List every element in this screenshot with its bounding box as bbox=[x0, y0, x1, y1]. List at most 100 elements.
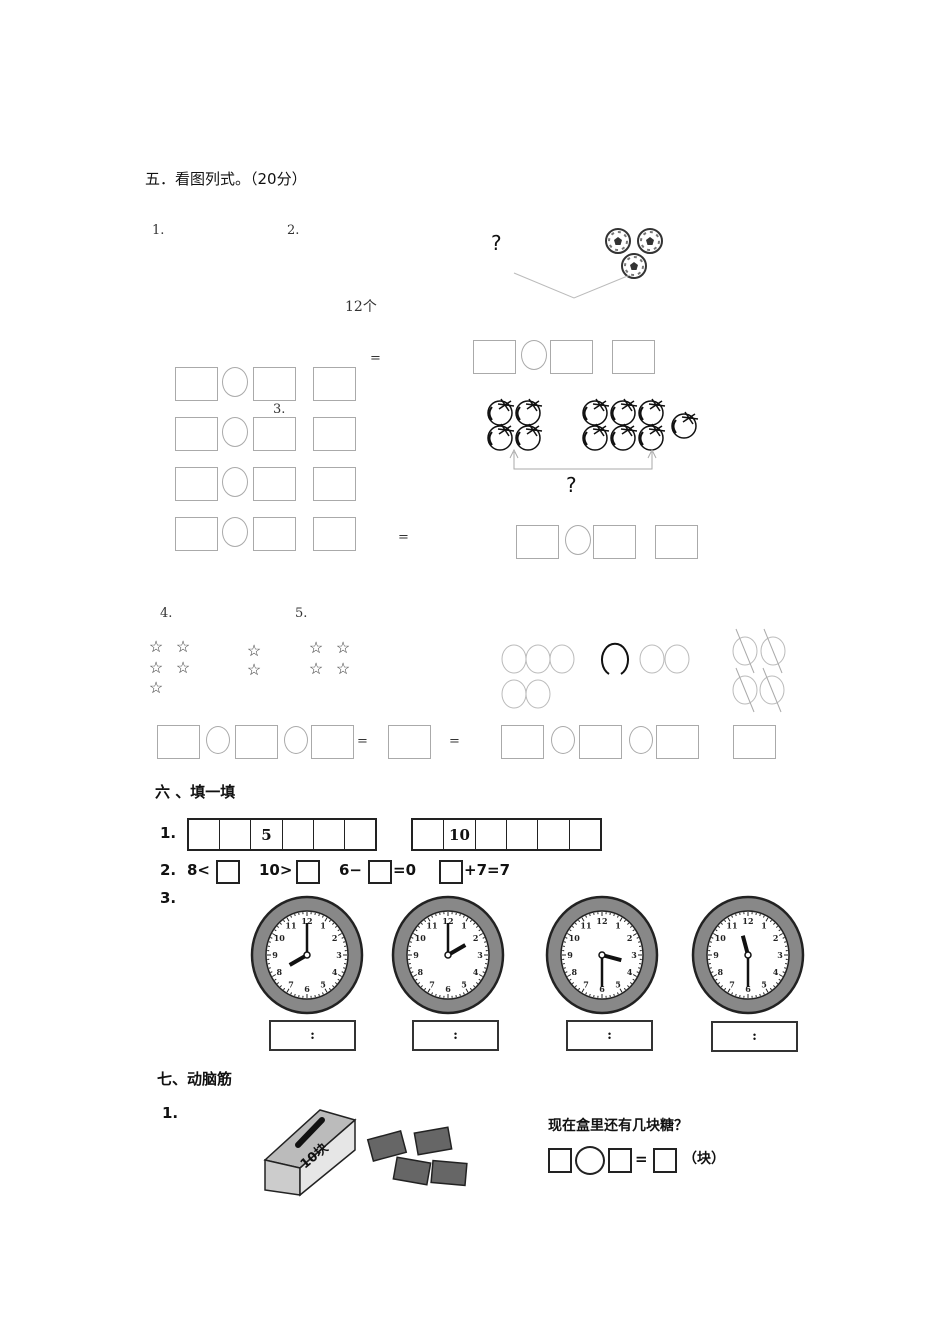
clock-tick bbox=[713, 933, 718, 936]
answer-box[interactable] bbox=[473, 340, 516, 374]
tomato-stem bbox=[592, 398, 610, 412]
circle-icon bbox=[525, 679, 551, 709]
equation-text: +7=7 bbox=[464, 861, 511, 879]
answer-box[interactable] bbox=[253, 517, 296, 551]
clock-tick bbox=[334, 982, 338, 985]
operator-circle[interactable] bbox=[222, 467, 248, 497]
clock-numeral: 4 bbox=[332, 967, 338, 977]
answer-box[interactable] bbox=[175, 467, 218, 501]
operator-circle[interactable] bbox=[222, 417, 248, 447]
clock-numeral: 3 bbox=[777, 950, 783, 960]
operator-circle[interactable] bbox=[575, 1146, 605, 1175]
strip-cell[interactable] bbox=[189, 820, 221, 849]
s6-q2-label: 2. bbox=[160, 861, 177, 879]
answer-box[interactable] bbox=[313, 517, 356, 551]
strip-cell[interactable] bbox=[476, 820, 507, 849]
strip-cell[interactable] bbox=[570, 820, 600, 849]
clock-tick bbox=[613, 993, 615, 997]
s6-q3-label: 3. bbox=[160, 889, 177, 907]
fill-box[interactable] bbox=[608, 1148, 632, 1173]
answer-box[interactable] bbox=[311, 725, 354, 759]
q3-label: 3. bbox=[273, 402, 286, 417]
strip-cell[interactable] bbox=[538, 820, 570, 849]
colon: : bbox=[752, 1029, 757, 1044]
tomato-stem bbox=[620, 423, 638, 437]
clock-numeral: 10 bbox=[715, 933, 727, 943]
tomato-shading bbox=[583, 406, 588, 421]
answer-box[interactable] bbox=[253, 417, 296, 451]
answer-box[interactable] bbox=[655, 525, 698, 559]
answer-box[interactable] bbox=[579, 725, 622, 759]
clock-numeral: 3 bbox=[631, 950, 637, 960]
operator-circle[interactable] bbox=[565, 525, 591, 555]
answer-box[interactable] bbox=[550, 340, 593, 374]
operator-circle[interactable] bbox=[222, 517, 248, 547]
answer-box[interactable] bbox=[313, 417, 356, 451]
clock-tick bbox=[574, 985, 577, 988]
answer-box[interactable] bbox=[175, 417, 218, 451]
strip-cell[interactable] bbox=[507, 820, 539, 849]
operator-circle[interactable] bbox=[629, 726, 653, 754]
fill-box[interactable] bbox=[439, 860, 463, 884]
tomato-stem bbox=[525, 398, 543, 412]
answer-box[interactable] bbox=[612, 340, 655, 374]
clock-tick bbox=[341, 937, 344, 939]
strip-cell[interactable] bbox=[413, 820, 445, 849]
tomato-shading bbox=[583, 431, 588, 446]
fill-box[interactable] bbox=[548, 1148, 572, 1173]
answer-box[interactable] bbox=[235, 725, 278, 759]
operator-circle[interactable] bbox=[284, 726, 308, 754]
clock-tick bbox=[585, 915, 588, 918]
clock-tick bbox=[629, 925, 633, 928]
candy-icon bbox=[366, 1130, 408, 1162]
time-answer-box[interactable]: : bbox=[566, 1020, 653, 1051]
clock-tick bbox=[283, 987, 286, 991]
clock-tick bbox=[709, 967, 713, 969]
time-answer-box[interactable]: : bbox=[412, 1020, 499, 1051]
strip-cell[interactable] bbox=[220, 820, 252, 849]
answer-box[interactable] bbox=[313, 367, 356, 401]
operator-circle[interactable] bbox=[222, 367, 248, 397]
star-icon: ☆ bbox=[309, 638, 323, 657]
s6-q1-label: 1. bbox=[160, 824, 177, 842]
circle-icon bbox=[525, 644, 551, 674]
crossed-circle-icon bbox=[760, 636, 786, 666]
fill-box[interactable] bbox=[368, 860, 392, 884]
strip-cell[interactable] bbox=[345, 820, 375, 849]
operator-circle[interactable] bbox=[551, 726, 575, 754]
clock-tick bbox=[574, 922, 577, 925]
clock-tick bbox=[715, 929, 718, 932]
clock-tick bbox=[318, 913, 320, 917]
clock-tick bbox=[424, 987, 427, 991]
fill-box[interactable] bbox=[216, 860, 240, 884]
soccer-ball-pattern bbox=[624, 256, 644, 276]
answer-box[interactable] bbox=[175, 517, 218, 551]
answer-box[interactable] bbox=[388, 725, 431, 759]
answer-box[interactable] bbox=[313, 467, 356, 501]
time-answer-box[interactable]: : bbox=[711, 1021, 798, 1052]
answer-box[interactable] bbox=[253, 467, 296, 501]
answer-box[interactable] bbox=[157, 725, 200, 759]
answer-box[interactable] bbox=[175, 367, 218, 401]
number-strip-1: 5 bbox=[187, 818, 377, 851]
fill-box[interactable] bbox=[653, 1148, 677, 1173]
answer-box[interactable] bbox=[593, 525, 636, 559]
strip-cell[interactable] bbox=[283, 820, 314, 849]
answer-box[interactable] bbox=[656, 725, 699, 759]
fill-box[interactable] bbox=[296, 860, 320, 884]
clock-tick bbox=[731, 915, 734, 918]
operator-circle[interactable] bbox=[521, 340, 547, 370]
clock-tick bbox=[720, 985, 723, 988]
operator-circle[interactable] bbox=[206, 726, 230, 754]
clock-tick bbox=[569, 978, 572, 981]
time-answer-box[interactable]: : bbox=[269, 1020, 356, 1051]
clock-tick bbox=[279, 985, 282, 988]
answer-box[interactable] bbox=[501, 725, 544, 759]
answer-box[interactable] bbox=[516, 525, 559, 559]
answer-box[interactable] bbox=[733, 725, 776, 759]
clock-tick bbox=[636, 971, 639, 973]
answer-box[interactable] bbox=[253, 367, 296, 401]
clock-tick bbox=[627, 922, 630, 925]
strip-cell[interactable] bbox=[314, 820, 345, 849]
cross-out-line bbox=[762, 667, 782, 713]
